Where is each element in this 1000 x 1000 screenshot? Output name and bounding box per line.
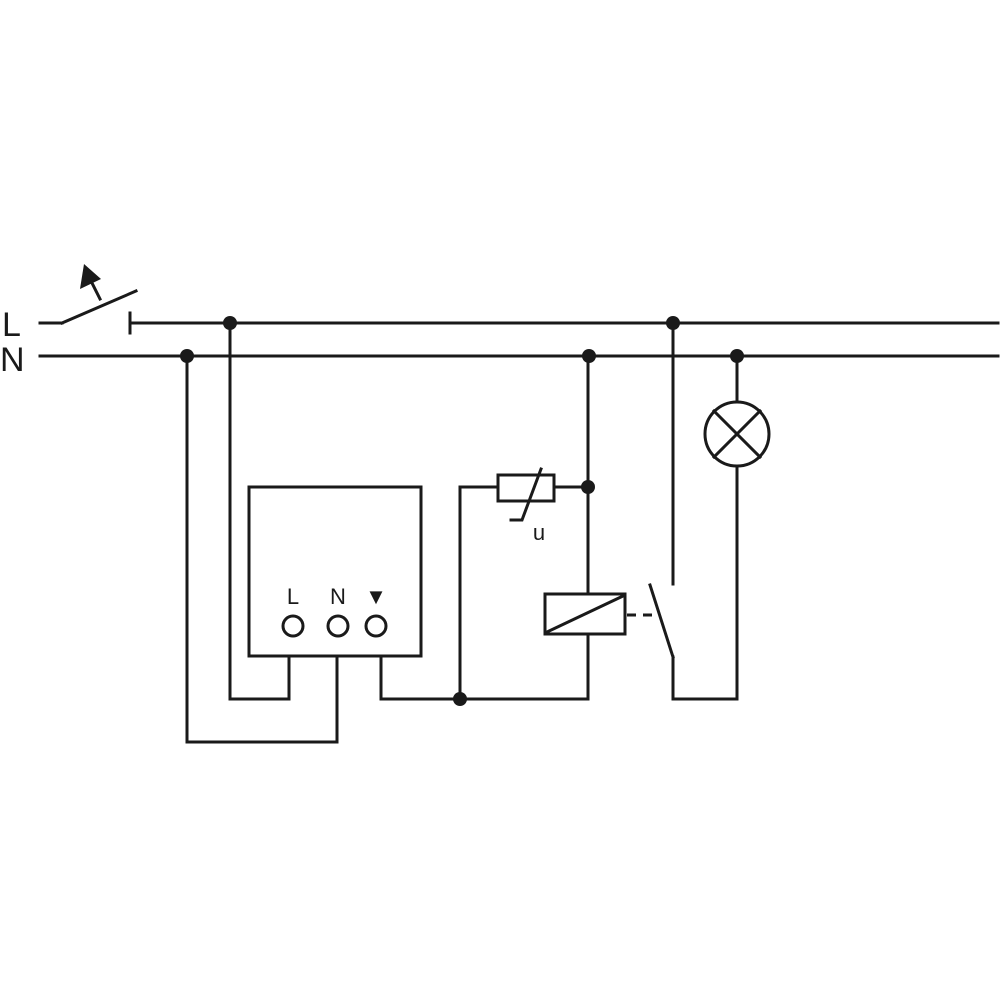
device-neutral-wire	[185, 354, 339, 744]
device-live-wire	[228, 321, 291, 701]
main-switch-icon	[38, 264, 138, 335]
junction-node	[581, 480, 595, 494]
device-output-wire	[379, 354, 590, 701]
junction-node	[730, 349, 744, 363]
live-line-label: L	[2, 306, 21, 344]
neutral-line-label: N	[0, 341, 25, 379]
relay-coil-icon	[543, 592, 627, 636]
terminal-label-l: L	[287, 584, 299, 609]
terminal-label-output: ▼	[365, 584, 387, 609]
junction-node	[582, 349, 596, 363]
lamp-return-wire	[671, 464, 739, 701]
relay-contact-icon	[648, 583, 675, 659]
terminal-n	[326, 614, 350, 638]
device-box	[247, 485, 423, 658]
junction-node	[666, 316, 680, 330]
terminal-output	[364, 614, 388, 638]
junction-node	[223, 316, 237, 330]
terminal-label-n: N	[330, 584, 346, 609]
varistor-icon	[496, 467, 556, 522]
junction-node	[453, 692, 467, 706]
junction-node	[180, 349, 194, 363]
varistor-wire	[458, 485, 500, 701]
lamp-icon	[703, 400, 771, 468]
terminal-l	[281, 614, 305, 638]
varistor-label: u	[533, 520, 545, 545]
